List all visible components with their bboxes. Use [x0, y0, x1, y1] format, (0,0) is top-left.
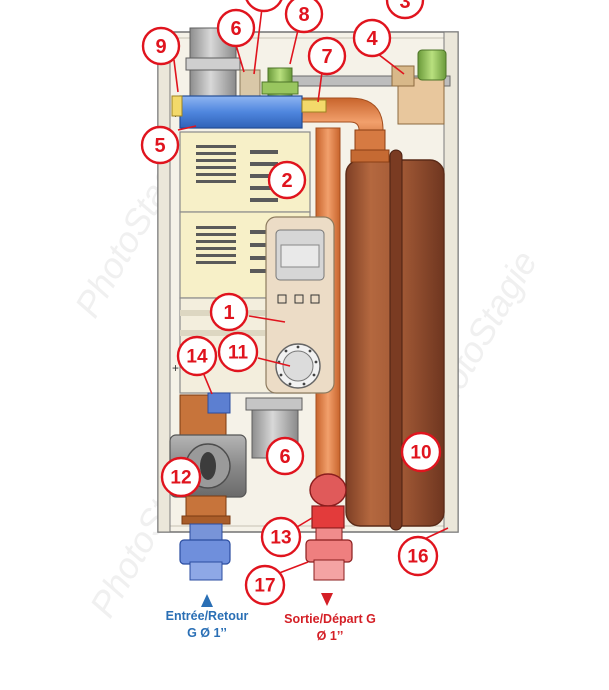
- badge-17-label: 17: [254, 576, 275, 597]
- badge-6-top-label: 6: [230, 18, 241, 40]
- badge-8-label: 8: [298, 4, 309, 26]
- heater-body: [171, 95, 327, 129]
- inlet-caption: Entrée/Retour G Ø 1’’: [138, 608, 276, 642]
- badge-2: 2: [267, 160, 307, 200]
- arrow-up-icon: [201, 594, 213, 607]
- badge-8: 8: [284, 0, 324, 34]
- outlet-caption: Sortie/Départ G Ø 1’’: [268, 611, 392, 645]
- inlet-caption-line-1: Entrée/Retour: [165, 609, 249, 623]
- air-purger: [239, 67, 299, 99]
- badge-13-label: 13: [270, 528, 291, 549]
- badge-6-bottom-label: 6: [279, 446, 290, 468]
- inlet-caption-line-2: G Ø 1’’: [187, 626, 227, 640]
- badge-16-label: 16: [407, 547, 428, 568]
- badge-12: 12: [160, 456, 202, 498]
- badge-15: 15: [245, 0, 283, 13]
- badge-4-label: 4: [366, 28, 378, 50]
- badge-1-label: 1: [223, 302, 234, 324]
- leader-lines: [173, 7, 449, 576]
- outlet-caption-line-1: Sortie/Départ G: [284, 612, 376, 626]
- badge-14: 14: [176, 335, 218, 377]
- badge-11: 11: [217, 331, 259, 373]
- outlet-caption-line-2: Ø 1’’: [316, 629, 344, 643]
- badge-3-label: 3: [399, 0, 410, 13]
- badge-10: 10: [400, 431, 442, 473]
- control-panel: [265, 216, 335, 394]
- badge-1: 1: [209, 292, 249, 332]
- badge-7: 7: [307, 36, 347, 76]
- badge-3: 3: [385, 0, 425, 20]
- badge-11-label: 11: [228, 343, 249, 364]
- safety-valve: [391, 49, 447, 125]
- arrow-down-icon: [321, 593, 333, 606]
- badge-6-bottom: 6: [265, 436, 305, 476]
- badge-15-label: 15: [253, 0, 275, 4]
- badge-9-label: 9: [155, 36, 166, 58]
- badge-14-label: 14: [186, 347, 208, 368]
- badge-9: 9: [141, 26, 181, 66]
- badge-17: 17: [244, 564, 286, 606]
- inlet-fitting: [179, 495, 231, 581]
- badge-10-label: 10: [410, 443, 431, 464]
- badge-2-label: 2: [281, 170, 292, 192]
- badge-5-label: 5: [154, 135, 165, 157]
- svg-text:+: +: [172, 361, 179, 375]
- badge-7-label: 7: [321, 46, 332, 68]
- badge-5: 5: [140, 125, 180, 165]
- badge-6-top: 6: [216, 8, 256, 48]
- badge-16: 16: [397, 535, 439, 577]
- badge-4: 4: [352, 18, 392, 58]
- badge-13: 13: [260, 516, 302, 558]
- badge-12-label: 12: [170, 468, 191, 489]
- outlet-fitting: [305, 473, 353, 581]
